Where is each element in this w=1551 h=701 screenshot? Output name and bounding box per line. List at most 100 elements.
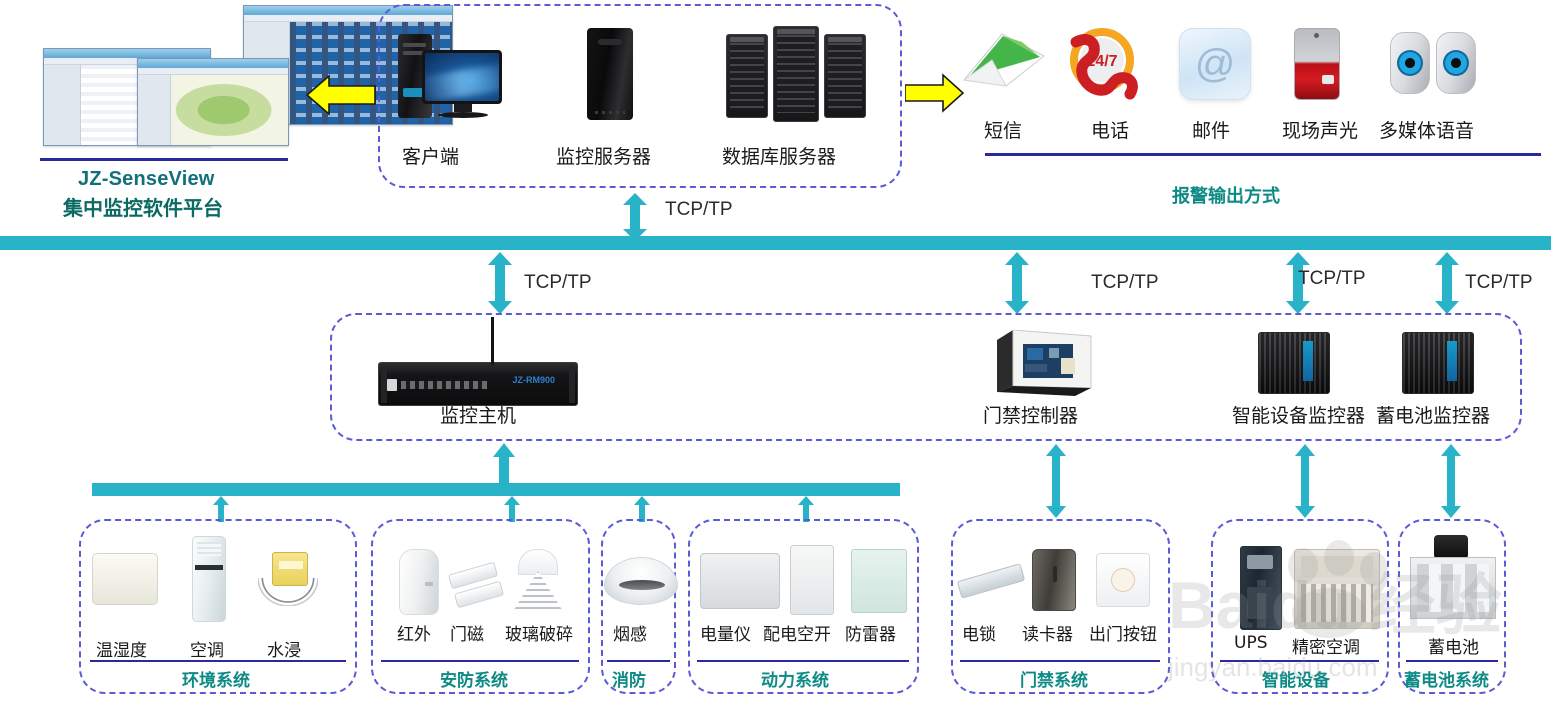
temp-humidity-sensor-icon xyxy=(92,553,158,605)
door-magnet-icon xyxy=(447,561,509,610)
tcp-label-bus-battery: TCP/TP xyxy=(1465,272,1533,293)
controller-label: 监控主机 xyxy=(440,405,517,427)
arrow-smart-monitor-to-smart-system xyxy=(1294,444,1316,518)
alarm-item-label: 短信 xyxy=(984,120,1023,142)
tcp-arrow-server-to-bus xyxy=(622,193,648,241)
screenshot-menubar xyxy=(244,15,452,22)
device-label: 防雷器 xyxy=(845,625,896,645)
platform-brand-en: JZ-SenseView xyxy=(78,168,215,190)
alarm-item-label: 邮件 xyxy=(1192,120,1231,142)
controller-label: 蓄电池监控器 xyxy=(1376,405,1491,427)
arrow-to-alarm-icon xyxy=(904,72,965,114)
tcp-arrow-bus-to-battery xyxy=(1434,252,1460,314)
arrow-to-platform-icon xyxy=(305,72,377,118)
arrow-host-to-field-bus xyxy=(492,443,516,491)
arrow-env-to-bus xyxy=(212,496,230,522)
platform-underline xyxy=(40,158,288,161)
arrow-fire-to-bus xyxy=(633,496,651,522)
tcp-arrow-bus-to-host xyxy=(487,252,513,314)
subsystem-divider xyxy=(1220,660,1379,662)
subsystem-divider xyxy=(697,660,909,662)
glass-break-detector-icon xyxy=(510,549,566,615)
device-label: 温湿度 xyxy=(96,641,147,661)
siren-icon xyxy=(1294,28,1340,100)
subsystem-box-power xyxy=(688,519,919,694)
subsystem-box-access xyxy=(951,519,1170,694)
map-screenshot xyxy=(137,58,289,146)
electric-lock-icon xyxy=(956,558,1030,610)
alarm-output-title: 报警输出方式 xyxy=(1172,186,1280,207)
power-meter-icon xyxy=(700,553,780,609)
field-network-bus xyxy=(92,483,900,496)
subsystem-divider xyxy=(960,660,1160,662)
smart-device-monitor-icon xyxy=(1258,332,1330,394)
surge-protector-icon xyxy=(851,549,907,613)
envelope-icon xyxy=(962,30,1046,88)
arrow-power-to-bus xyxy=(797,496,815,522)
screenshot-titlebar xyxy=(244,6,452,15)
watermark-paw-icon xyxy=(1288,548,1318,584)
screenshot-sidebar xyxy=(138,75,171,145)
device-label: 空调 xyxy=(190,641,224,661)
device-label: 玻璃破碎 xyxy=(505,625,573,645)
subsystem-name-access: 门禁系统 xyxy=(1020,671,1088,691)
server-tower-icon xyxy=(587,28,633,120)
watermark-paw-icon xyxy=(1360,552,1388,586)
email-at-icon: @ xyxy=(1179,28,1251,100)
smoke-detector-icon xyxy=(604,557,678,605)
arrow-door-controller-to-door-system xyxy=(1045,444,1067,518)
alarm-item-label: 电话 xyxy=(1091,120,1130,142)
device-label: UPS xyxy=(1234,633,1268,653)
svg-text:24/7: 24/7 xyxy=(1086,53,1117,70)
server-rack-icon xyxy=(726,26,866,122)
exit-button-icon xyxy=(1096,553,1150,607)
subsystem-divider xyxy=(381,660,579,662)
alarm-underline xyxy=(985,153,1541,156)
device-label: 精密空调 xyxy=(1292,638,1360,658)
device-label: 出门按钮 xyxy=(1089,625,1157,645)
subsystem-name-smart: 智能设备 xyxy=(1262,671,1330,691)
device-label: 蓄电池 xyxy=(1428,638,1479,658)
subsystem-name-fire: 消防 xyxy=(612,671,646,691)
screenshot-menubar xyxy=(138,68,288,75)
watermark-paw-icon xyxy=(1324,540,1354,576)
tcp-label-bus-host: TCP/TP xyxy=(524,272,592,293)
server-item-label: 数据库服务器 xyxy=(722,146,837,168)
subsystem-box-environment xyxy=(79,519,357,694)
screenshot-sidebar xyxy=(44,65,81,145)
subsystem-name-battery: 蓄电池系统 xyxy=(1404,671,1489,691)
arrow-security-to-bus xyxy=(503,496,521,522)
screenshot-titlebar xyxy=(138,59,288,68)
subsystem-box-security xyxy=(371,519,590,694)
screenshot-content xyxy=(171,75,288,145)
device-label: 烟感 xyxy=(613,625,647,645)
subsystem-name-power: 动力系统 xyxy=(761,671,829,691)
subsystem-box-battery xyxy=(1398,519,1506,694)
precision-ac-icon xyxy=(1294,549,1380,629)
server-item-label: 客户端 xyxy=(402,146,460,168)
access-controller-icon xyxy=(997,329,1093,396)
platform-brand-cn: 集中监控软件平台 xyxy=(63,196,223,220)
tcp-arrow-bus-to-door xyxy=(1004,252,1030,314)
subsystem-box-fire xyxy=(601,519,676,694)
card-reader-icon xyxy=(1032,549,1076,611)
phone-24-7-icon: 24/7 xyxy=(1062,26,1138,102)
device-label: 电量仪 xyxy=(700,625,751,645)
water-leak-sensor-icon xyxy=(258,552,320,610)
device-label: 水浸 xyxy=(267,641,301,661)
circuit-breaker-icon xyxy=(790,545,834,615)
subsystem-name-environment: 环境系统 xyxy=(182,671,250,691)
speakers-icon xyxy=(1390,32,1430,94)
screenshot-menubar xyxy=(44,58,210,65)
server-item-label: 监控服务器 xyxy=(556,146,652,168)
main-network-bus xyxy=(0,236,1551,250)
speakers-icon xyxy=(1436,32,1476,94)
tcp-label-bus-smart: TCP/TP xyxy=(1298,268,1366,289)
desktop-pc-icon xyxy=(398,28,516,120)
device-label: 门磁 xyxy=(450,625,484,645)
rack-host-icon: JZ-RM900 xyxy=(378,317,578,406)
server-group-box xyxy=(378,4,902,188)
tcp-arrow-bus-to-smart xyxy=(1285,252,1311,314)
ups-icon xyxy=(1240,546,1282,630)
subsystem-divider xyxy=(90,660,346,662)
